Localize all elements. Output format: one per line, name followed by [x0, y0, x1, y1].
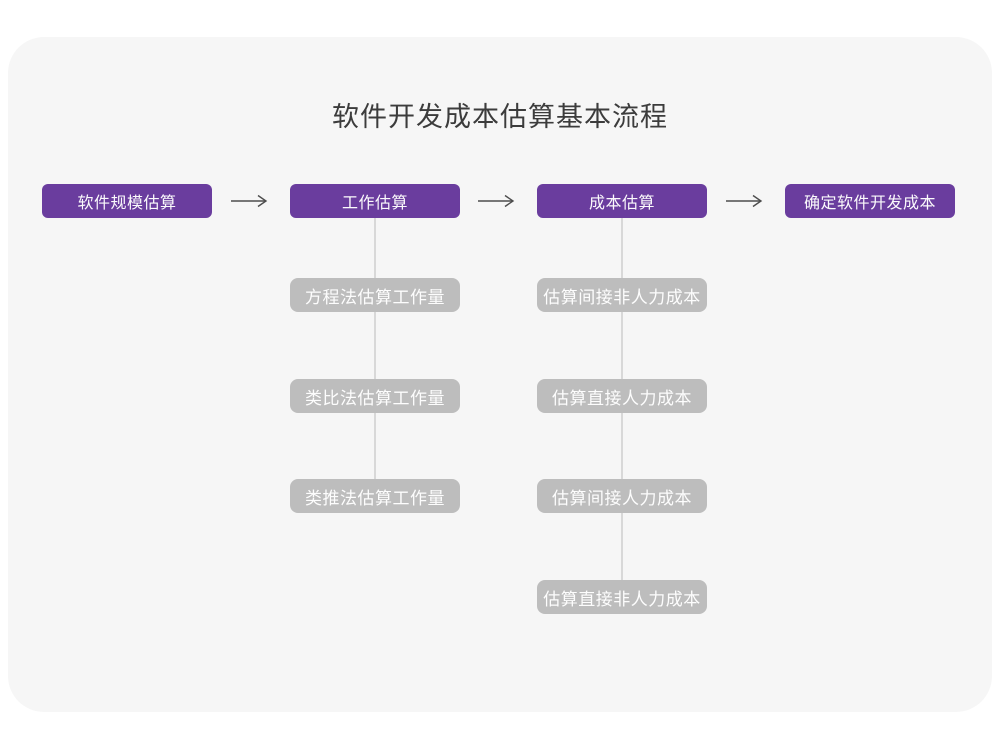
connector-line-work-column	[374, 218, 376, 493]
flow-node-work-estimation: 工作估算	[290, 184, 460, 218]
subnode-analogy-method: 类比法估算工作量	[290, 379, 460, 413]
flow-node-determine-dev-cost: 确定软件开发成本	[785, 184, 955, 218]
subnode-direct-labor-cost: 估算直接人力成本	[537, 379, 707, 413]
arrow-icon	[229, 193, 271, 209]
flow-node-cost-estimation: 成本估算	[537, 184, 707, 218]
subnode-indirect-nonlabor-cost: 估算间接非人力成本	[537, 278, 707, 312]
diagram-title: 软件开发成本估算基本流程	[332, 102, 668, 132]
subnode-direct-nonlabor-cost: 估算直接非人力成本	[537, 580, 707, 614]
flow-node-software-scale-estimation: 软件规模估算	[42, 184, 212, 218]
subnode-equation-method: 方程法估算工作量	[290, 278, 460, 312]
arrow-icon	[476, 193, 518, 209]
arrow-icon	[724, 193, 766, 209]
diagram-card: 软件开发成本估算基本流程 软件规模估算 工作估算 成本估算 确定软件开发成本	[8, 37, 992, 712]
subnode-inference-method: 类推法估算工作量	[290, 479, 460, 513]
subnode-indirect-labor-cost: 估算间接人力成本	[537, 479, 707, 513]
